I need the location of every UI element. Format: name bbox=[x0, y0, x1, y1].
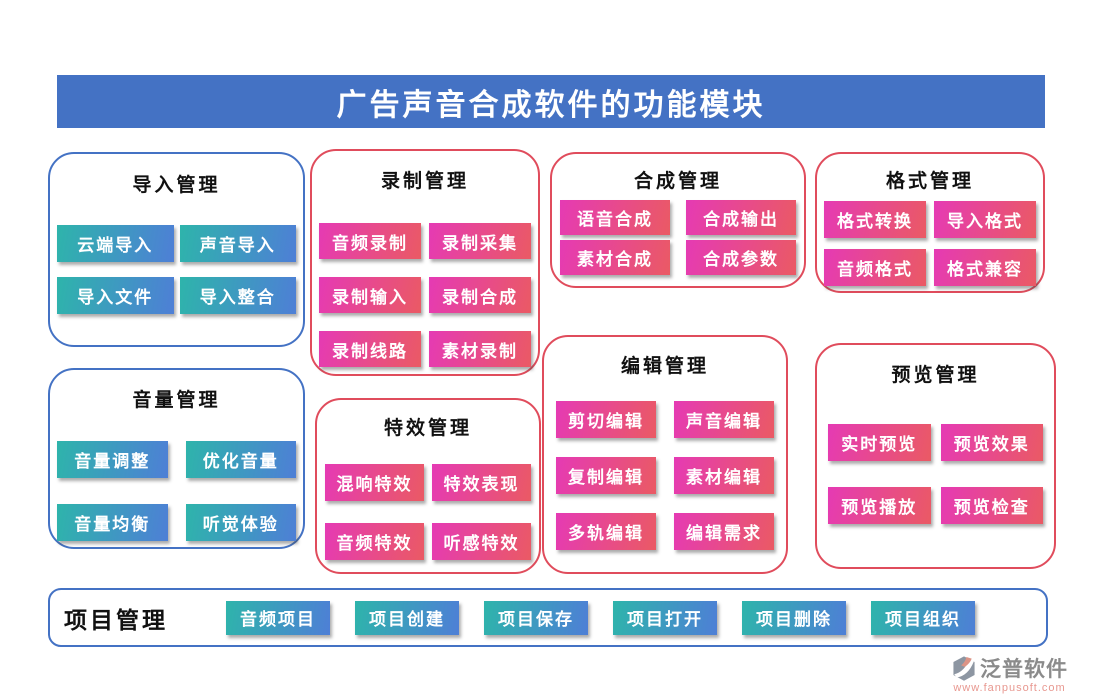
button-grid: 格式转换导入格式音频格式格式兼容 bbox=[817, 193, 1043, 286]
group-record-management: 录制管理 音频录制录制采集录制输入录制合成录制线路素材录制 bbox=[310, 149, 540, 376]
module-button[interactable]: 预览检查 bbox=[940, 487, 1043, 524]
module-button[interactable]: 听感特效 bbox=[432, 523, 531, 560]
group-title: 导入管理 bbox=[132, 175, 221, 196]
brand-url: www.fanpusoft.com bbox=[953, 682, 1066, 694]
module-button[interactable]: 特效表现 bbox=[432, 464, 531, 501]
button-grid: 音频录制录制采集录制输入录制合成录制线路素材录制 bbox=[312, 193, 538, 367]
project-button-row: 音频项目项目创建项目保存项目打开项目删除项目组织 bbox=[226, 600, 975, 635]
group-format-management: 格式管理 格式转换导入格式音频格式格式兼容 bbox=[815, 152, 1045, 293]
fanpu-logo-icon bbox=[953, 655, 975, 681]
module-button[interactable]: 项目删除 bbox=[742, 600, 846, 635]
module-button[interactable]: 录制线路 bbox=[319, 331, 421, 367]
module-button[interactable]: 预览效果 bbox=[940, 424, 1043, 461]
group-title: 录制管理 bbox=[380, 171, 469, 192]
module-button[interactable]: 声音导入 bbox=[179, 225, 296, 262]
group-title: 编辑管理 bbox=[620, 356, 709, 377]
module-button[interactable]: 剪切编辑 bbox=[556, 401, 656, 438]
brand-name: 泛普软件 bbox=[980, 658, 1068, 681]
group-edit-management: 编辑管理 剪切编辑声音编辑复制编辑素材编辑多轨编辑编辑需求 bbox=[542, 335, 788, 574]
module-button[interactable]: 导入格式 bbox=[934, 201, 1036, 238]
module-button[interactable]: 导入整合 bbox=[179, 277, 296, 314]
module-button[interactable]: 项目组织 bbox=[871, 600, 975, 635]
group-title: 预览管理 bbox=[891, 365, 980, 386]
module-button[interactable]: 音量调整 bbox=[57, 441, 168, 478]
group-preview-management: 预览管理 实时预览预览效果预览播放预览检查 bbox=[815, 343, 1056, 569]
module-button[interactable]: 音频项目 bbox=[226, 600, 330, 635]
module-button[interactable]: 多轨编辑 bbox=[556, 513, 656, 550]
module-button[interactable]: 听觉体验 bbox=[185, 504, 296, 541]
module-button[interactable]: 编辑需求 bbox=[674, 513, 774, 550]
module-button[interactable]: 格式兼容 bbox=[934, 249, 1036, 286]
project-bar-title: 项目管理 bbox=[64, 607, 168, 633]
module-button[interactable]: 音频格式 bbox=[824, 249, 926, 286]
group-synthesis-management: 合成管理 语音合成合成输出素材合成合成参数 bbox=[550, 152, 806, 288]
group-title: 格式管理 bbox=[885, 171, 974, 192]
module-button[interactable]: 语音合成 bbox=[560, 200, 670, 235]
module-button[interactable]: 云端导入 bbox=[57, 225, 174, 262]
button-grid: 剪切编辑声音编辑复制编辑素材编辑多轨编辑编辑需求 bbox=[544, 378, 786, 550]
button-grid: 混响特效特效表现音频特效听感特效 bbox=[317, 440, 539, 560]
button-grid: 实时预览预览效果预览播放预览检查 bbox=[817, 387, 1054, 524]
module-button[interactable]: 格式转换 bbox=[824, 201, 926, 238]
module-button[interactable]: 合成输出 bbox=[686, 200, 796, 235]
module-button[interactable]: 项目保存 bbox=[484, 600, 588, 635]
group-import-management: 导入管理 云端导入声音导入导入文件导入整合 bbox=[48, 152, 305, 347]
title-banner: 广告声音合成软件的功能模块 bbox=[57, 75, 1045, 128]
module-button[interactable]: 复制编辑 bbox=[556, 457, 656, 494]
module-button[interactable]: 实时预览 bbox=[828, 424, 931, 461]
module-button[interactable]: 导入文件 bbox=[57, 277, 174, 314]
module-button[interactable]: 录制采集 bbox=[429, 223, 531, 259]
project-management-bar: 项目管理 音频项目项目创建项目保存项目打开项目删除项目组织 bbox=[48, 588, 1048, 647]
module-button[interactable]: 音频特效 bbox=[325, 523, 424, 560]
module-button[interactable]: 录制输入 bbox=[319, 277, 421, 313]
module-button[interactable]: 素材编辑 bbox=[674, 457, 774, 494]
module-button[interactable]: 素材录制 bbox=[429, 331, 531, 367]
button-grid: 云端导入声音导入导入文件导入整合 bbox=[50, 197, 303, 314]
button-grid: 音量调整优化音量音量均衡听觉体验 bbox=[50, 412, 303, 541]
group-title: 合成管理 bbox=[633, 171, 722, 192]
module-button[interactable]: 音频录制 bbox=[319, 223, 421, 259]
module-button[interactable]: 录制合成 bbox=[429, 277, 531, 313]
button-grid: 语音合成合成输出素材合成合成参数 bbox=[552, 193, 804, 275]
group-title: 特效管理 bbox=[383, 418, 472, 439]
module-button[interactable]: 素材合成 bbox=[560, 240, 670, 275]
module-button[interactable]: 合成参数 bbox=[686, 240, 796, 275]
module-button[interactable]: 项目打开 bbox=[613, 600, 717, 635]
module-button[interactable]: 优化音量 bbox=[185, 441, 296, 478]
module-button[interactable]: 混响特效 bbox=[325, 464, 424, 501]
module-button[interactable]: 音量均衡 bbox=[57, 504, 168, 541]
footer-brand: 泛普软件 www.fanpusoft.com bbox=[927, 653, 1092, 694]
module-button[interactable]: 项目创建 bbox=[355, 600, 459, 635]
module-button[interactable]: 预览播放 bbox=[828, 487, 931, 524]
module-button[interactable]: 声音编辑 bbox=[674, 401, 774, 438]
group-effects-management: 特效管理 混响特效特效表现音频特效听感特效 bbox=[315, 398, 541, 574]
group-volume-management: 音量管理 音量调整优化音量音量均衡听觉体验 bbox=[48, 368, 305, 549]
group-title: 音量管理 bbox=[132, 390, 221, 411]
page-title: 广告声音合成软件的功能模块 bbox=[336, 88, 766, 122]
